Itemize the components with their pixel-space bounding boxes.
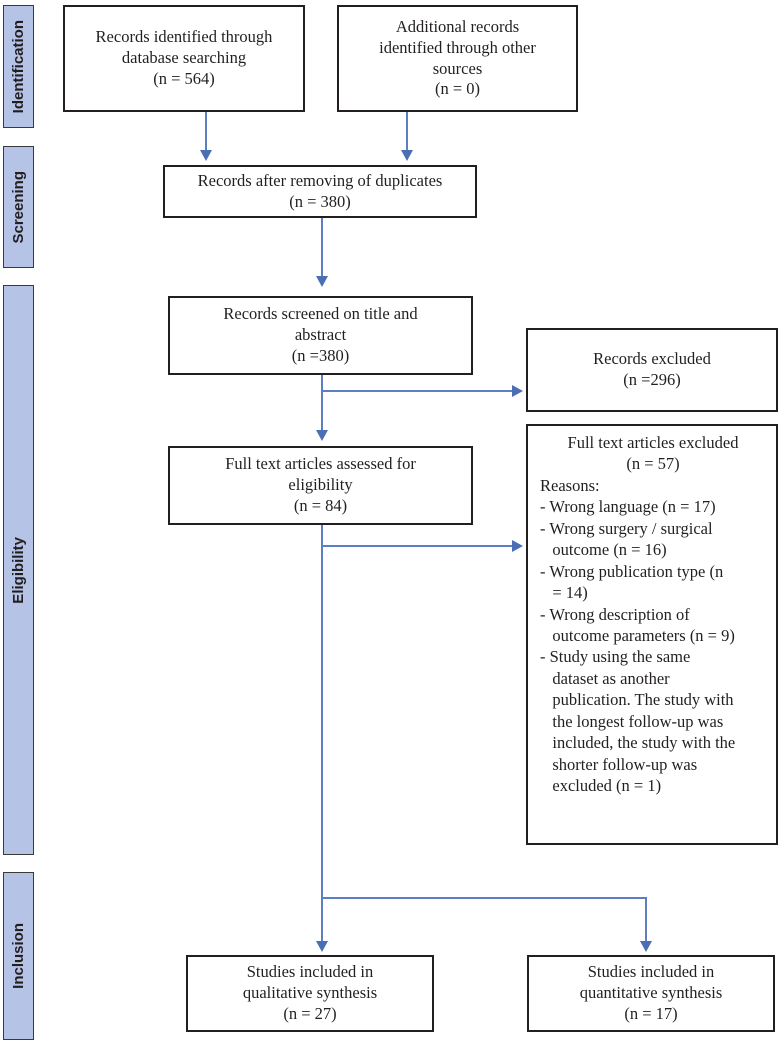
box-qualitative-synthesis: Studies included in qualitative synthesi… xyxy=(186,955,434,1032)
stage-bar-eligibility: Eligibility xyxy=(3,285,34,855)
stage-label-eligibility: Eligibility xyxy=(10,536,27,604)
box-fulltext-assessed-line1: Full text articles assessed for xyxy=(225,454,416,474)
stage-label-inclusion: Inclusion xyxy=(10,923,27,989)
stage-bar-screening: Screening xyxy=(3,146,34,268)
arrowhead-screened-to-fulltext xyxy=(316,430,328,441)
stage-bar-inclusion: Inclusion xyxy=(3,872,34,1040)
connector-fulltext-to-excluded xyxy=(321,545,513,547)
box-additional-records-line2: identified through other xyxy=(379,37,536,57)
connector-fulltext-spine xyxy=(321,525,323,899)
box-fulltext-excluded-heading: Full text articles excluded (n = 57) xyxy=(567,433,739,474)
box-quantitative-line1: Studies included in xyxy=(587,962,715,982)
arrowhead-screened-to-excluded xyxy=(512,385,523,397)
box-records-excluded-line1: Records excluded xyxy=(593,349,711,369)
connector-inclusion-split xyxy=(321,897,647,899)
connector-screened-to-excluded xyxy=(321,390,513,392)
box-records-identified: Records identified through database sear… xyxy=(63,5,305,112)
box-records-screened: Records screened on title and abstract (… xyxy=(168,296,473,375)
box-fulltext-excluded: Full text articles excluded (n = 57) Rea… xyxy=(526,424,778,845)
arrowhead-duplicates-to-screened xyxy=(316,276,328,287)
box-additional-records-count: (n = 0) xyxy=(434,79,481,99)
stage-bar-identification: Identification xyxy=(3,5,34,128)
box-fulltext-assessed-line2: eligibility xyxy=(288,475,353,495)
box-records-identified-line2: database searching xyxy=(121,48,247,68)
box-records-excluded-count: (n =296) xyxy=(623,370,681,389)
box-records-identified-count: (n = 564) xyxy=(153,68,215,88)
connector-screened-spine xyxy=(321,375,323,432)
box-quantitative-count: (n = 17) xyxy=(624,1003,678,1023)
connector-identified-to-duplicates xyxy=(205,112,207,152)
box-after-duplicates-count: (n = 380) xyxy=(289,191,351,211)
box-qualitative-line1: Studies included in xyxy=(246,962,374,982)
box-additional-records: Additional records identified through ot… xyxy=(337,5,578,112)
box-records-excluded: Records excluded (n =296) xyxy=(526,328,778,412)
box-records-identified-line1: Records identified through xyxy=(95,27,273,47)
box-qualitative-count: (n = 27) xyxy=(283,1003,337,1023)
box-additional-records-line1: Additional records xyxy=(395,16,520,36)
box-fulltext-excluded-reasons: Reasons: - Wrong language (n = 17) - Wro… xyxy=(540,475,736,795)
box-fulltext-assessed: Full text articles assessed for eligibil… xyxy=(168,446,473,525)
box-after-duplicates-line1: Records after removing of duplicates xyxy=(197,170,443,190)
arrowhead-to-qualitative xyxy=(316,941,328,952)
arrowhead-to-quantitative xyxy=(640,941,652,952)
box-records-screened-count: (n =380) xyxy=(291,345,350,365)
arrowhead-identified-to-duplicates xyxy=(200,150,212,161)
box-additional-records-line3: sources xyxy=(432,58,483,78)
box-quantitative-line2: quantitative synthesis xyxy=(579,983,723,1003)
box-fulltext-assessed-count: (n = 84) xyxy=(293,495,348,515)
box-records-screened-line1: Records screened on title and xyxy=(223,304,418,324)
box-records-screened-line2: abstract xyxy=(294,325,347,345)
box-qualitative-line2: qualitative synthesis xyxy=(242,983,378,1003)
box-after-duplicates: Records after removing of duplicates (n … xyxy=(163,165,477,218)
connector-duplicates-to-screened xyxy=(321,218,323,278)
arrowhead-fulltext-to-excluded xyxy=(512,540,523,552)
connector-additional-to-duplicates xyxy=(406,112,408,152)
arrowhead-additional-to-duplicates xyxy=(401,150,413,161)
box-quantitative-synthesis: Studies included in quantitative synthes… xyxy=(527,955,775,1032)
connector-to-qualitative xyxy=(321,897,323,943)
stage-label-identification: Identification xyxy=(10,19,27,114)
connector-to-quantitative xyxy=(645,897,647,943)
stage-label-screening: Screening xyxy=(10,170,27,244)
